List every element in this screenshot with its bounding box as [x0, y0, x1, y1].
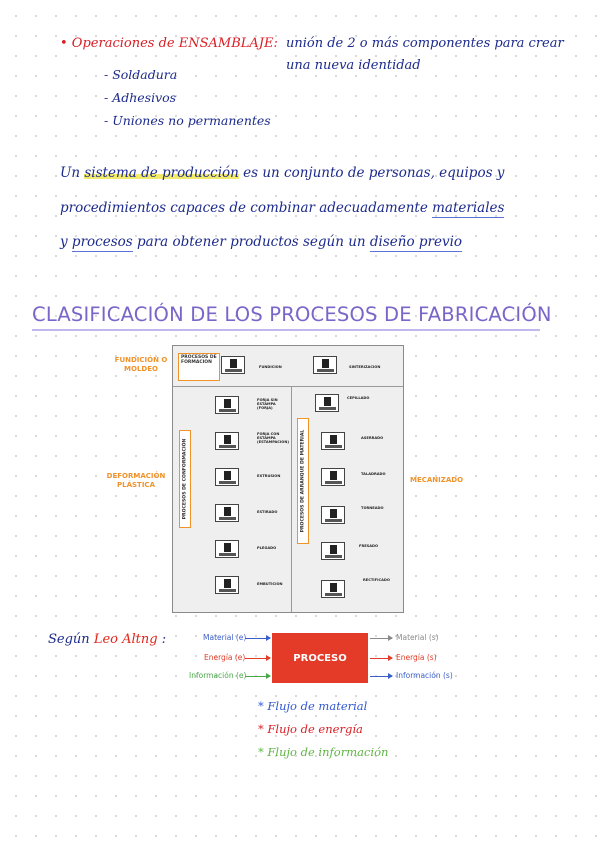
author-name: Leo Altng	[93, 632, 158, 647]
label-fundicion: FUNDICIÓN O MOLDEO	[114, 356, 168, 373]
text-segment: es un conjunto de personas, equipos y	[238, 165, 505, 181]
torneado-icon	[321, 506, 345, 524]
plegado-icon	[215, 540, 239, 558]
item-label: SINTERIZACION	[349, 365, 381, 369]
section-heading: CLASIFICACIÓN DE LOS PROCESOS DE FABRICA…	[32, 303, 552, 326]
fundicion-icon	[221, 356, 245, 374]
fresado-icon	[321, 542, 345, 560]
arrow-out-material	[370, 635, 393, 641]
list-item: - Uniones no permanentes	[104, 113, 271, 128]
underlined-term: materiales	[432, 200, 505, 218]
rectificado-icon	[321, 580, 345, 598]
definition-line2: procedimientos capaces de combinar adecu…	[60, 200, 505, 218]
definition-line1: Un sistema de producción es un conjunto …	[60, 165, 504, 181]
process-classification-figure: PROCESOS DE FORMACION FUNDICION SINTERIZ…	[172, 345, 404, 613]
list-item: - Adhesivos	[104, 90, 177, 105]
box-procesos-arranque: PROCESOS DE ARRANQUE DE MATERIAL	[297, 418, 309, 544]
arrow-out-energia	[370, 655, 393, 661]
extrusion-icon	[215, 468, 239, 486]
item-label: FRESADO	[359, 544, 379, 548]
taladrado-icon	[321, 468, 345, 486]
legend-informacion: * Flujo de información	[258, 745, 389, 759]
highlighted-term: sistema de producción	[84, 165, 239, 181]
underlined-term: procesos	[71, 234, 133, 252]
arrow-in-informacion	[245, 673, 271, 679]
estirado-icon	[215, 504, 239, 522]
sinterizacion-icon	[313, 356, 337, 374]
input-energia: Energía (e)	[204, 653, 246, 662]
text-segment: y	[60, 234, 72, 250]
figure-row-formacion: PROCESOS DE FORMACION FUNDICION SINTERIZ…	[173, 346, 403, 387]
vertical-label: PROCESOS DE ARRANQUE DE MATERIAL	[300, 429, 306, 533]
label-deformacion: DEFORMACIÓN PLÁSTICA	[106, 472, 166, 489]
text-segment: procedimientos capaces de combinar adecu…	[60, 200, 433, 216]
input-informacion: Información (e)	[189, 671, 247, 680]
cepillado-icon	[315, 394, 339, 412]
figure-column-divider	[291, 386, 292, 612]
item-label: PLEGADO	[257, 546, 277, 550]
process-box: PROCESO	[272, 633, 368, 683]
aserrado-icon	[321, 432, 345, 450]
heading-underline	[32, 329, 540, 331]
legend-material: * Flujo de material	[258, 699, 368, 713]
definition-line3: y procesos para obtener productos según …	[60, 234, 463, 252]
box-procesos-conformacion: PROCESOS DE CONFORMACIÓN	[179, 430, 191, 528]
text-segment: para obtener productos según un	[132, 234, 370, 250]
underlined-term: diseño previo	[369, 234, 463, 252]
label-mecanizado: MECANIZADO	[410, 476, 464, 484]
item-label: EMBUTICION	[257, 582, 283, 586]
text-segment: Un	[60, 165, 85, 181]
assembly-description-line1: unión de 2 o más componentes para crear	[286, 36, 564, 51]
item-label: TORNEADO	[361, 506, 384, 510]
input-material: Material (e)	[203, 633, 247, 642]
item-label: ASERRADO	[361, 436, 384, 440]
assembly-description-line2: una nueva identidad	[286, 58, 421, 73]
embuticion-icon	[215, 576, 239, 594]
forja-icon	[215, 396, 239, 414]
text-segment: Según	[48, 632, 94, 647]
arrow-in-material	[245, 635, 271, 641]
item-label: RECTIFICADO	[363, 578, 390, 582]
output-energia: Energía (s)	[396, 653, 437, 662]
item-label: CEPILLADO	[347, 396, 370, 400]
legend-energia: * Flujo de energía	[258, 722, 363, 736]
item-label: EXTRUSION	[257, 474, 281, 478]
text-segment: :	[157, 632, 167, 647]
item-label: FORJA CON ESTAMPA (ESTAMPACION)	[257, 432, 289, 445]
segun-label: Según Leo Altng :	[48, 632, 166, 647]
item-label: TALADRADO	[361, 472, 386, 476]
list-item: - Soldadura	[104, 67, 178, 82]
output-informacion: Información (s)	[396, 671, 453, 680]
vertical-label: PROCESOS DE CONFORMACIÓN	[182, 438, 188, 520]
assembly-bullet: • Operaciones de ENSAMBLAJE:	[60, 36, 278, 51]
item-label: FUNDICION	[259, 365, 282, 369]
arrow-out-informacion	[370, 673, 393, 679]
item-label: FORJA SIN ESTAMPA (FORJA)	[257, 398, 278, 411]
output-material: Material (s)	[396, 633, 439, 642]
arrow-in-energia	[245, 655, 271, 661]
item-label: ESTIRADO	[257, 510, 278, 514]
box-procesos-formacion: PROCESOS DE FORMACION	[178, 353, 220, 381]
estampacion-icon	[215, 432, 239, 450]
